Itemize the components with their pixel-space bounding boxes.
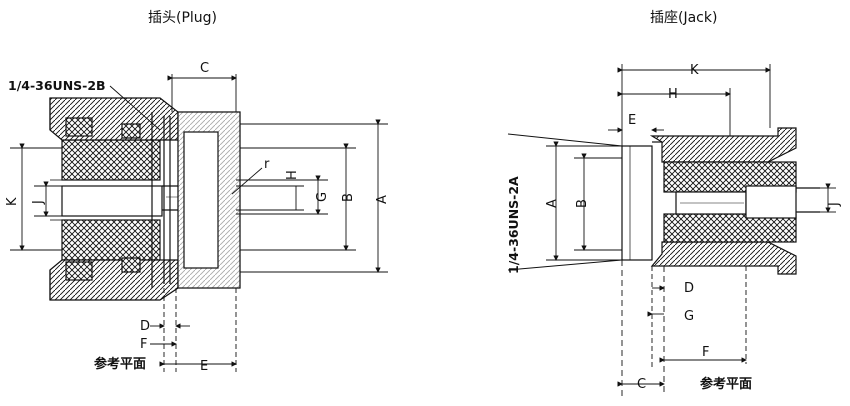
jack-dim-c: C (637, 377, 646, 392)
jack-dim-b: B (575, 199, 590, 208)
jack-dim-k: K (690, 63, 699, 78)
plug-insert-lower-right (121, 257, 141, 273)
jack-title: 插座(Jack) (650, 10, 717, 26)
plug-title: 插头(Plug) (148, 10, 217, 26)
jack-shell-upper (649, 127, 797, 163)
jack-dim-f: F (702, 345, 709, 360)
plug-dim-c: C (200, 61, 209, 76)
jack-dim-g: G (684, 309, 694, 324)
plug-thread-label: 1/4-36UNS-2B (8, 78, 106, 93)
plug-dim-h: H (285, 170, 300, 180)
plug-dim-a: A (375, 195, 390, 204)
plug-dimensions (10, 74, 388, 372)
plug-dim-e: E (200, 359, 208, 374)
jack-thread-label: 1/4-36UNS-2A (506, 176, 521, 274)
plug-insert-upper-right (121, 123, 141, 139)
plug-dim-b: B (341, 193, 356, 202)
plug-dim-d: D (140, 319, 150, 334)
plug-insert-lower-left (65, 261, 93, 281)
jack-threaded-face (621, 145, 653, 261)
jack-reference-plane: 参考平面 (700, 376, 752, 392)
jack-dimensions (507, 64, 836, 396)
plug-dielectric-lower (61, 219, 161, 261)
plug-reference-plane: 参考平面 (94, 356, 146, 372)
plug-center-conductor (61, 185, 163, 217)
plug-insert-upper-left (65, 117, 93, 137)
jack-dim-d: D (684, 281, 694, 296)
jack-dim-e: E (628, 113, 636, 128)
jack-shell-lower (650, 241, 797, 275)
plug-dim-r: r (264, 157, 270, 172)
plug-dim-f: F (140, 337, 147, 352)
plug-dim-j: J (31, 200, 46, 205)
plug-dim-g: G (315, 192, 330, 202)
plug-dim-k: K (5, 197, 20, 206)
plug-dielectric-upper (61, 139, 161, 181)
jack-dielectric-lower (663, 213, 797, 243)
jack-dim-h: H (668, 87, 678, 102)
jack-dim-j: J (827, 202, 842, 207)
jack-drawing (621, 127, 820, 275)
jack-dim-a: A (545, 199, 560, 208)
plug-drawing (49, 97, 241, 301)
